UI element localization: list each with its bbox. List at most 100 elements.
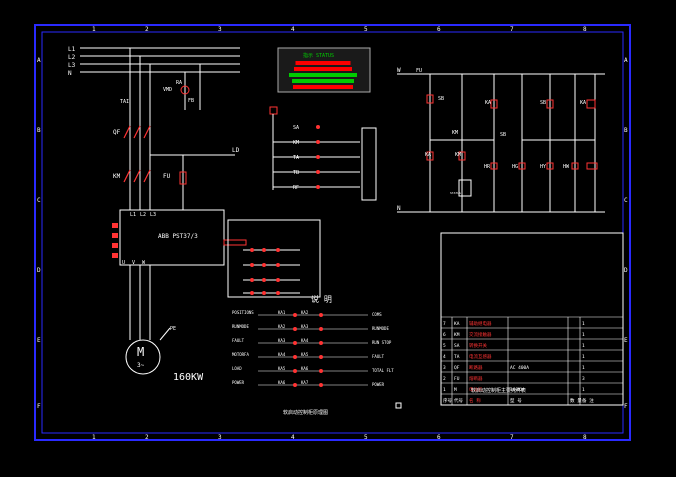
control-left-label: TA [293,155,299,161]
control-row-contact [293,369,297,373]
frame-col-label-top: 2 [145,26,149,33]
control-circuit-right [397,73,605,213]
vfd-u-label: U [122,260,125,266]
fu-label: FU [163,173,171,180]
indicator-bars [289,61,357,89]
table-cell: 断路器 [469,364,483,371]
bus-l2-label: L2 [68,54,76,61]
ld-label: LD [232,147,240,154]
frame-row-label-right: B [624,127,628,134]
bus-l1-label: L1 [68,46,76,53]
control-row-b: KA3 [301,324,309,329]
frame-row-label-right: C [624,197,628,204]
bus-n-label: N [68,70,72,77]
control-row-right: RUNMODE [372,326,389,331]
vfd-left-terminals [112,223,118,258]
fu-fuse [179,171,187,185]
vfd-terminal-l3: L3 [150,212,156,218]
frame-col-label-bottom: 6 [437,434,441,441]
control-row-b: KA5 [301,352,309,357]
control-row-contact [319,341,323,345]
vfd-v-label: V [132,260,135,266]
control-right-label: HY [540,164,546,170]
control-notes-heading: 说 明 [311,294,332,304]
table-cell: 型 号 [510,397,522,404]
control-right-label: KM [455,152,461,158]
vfd-w-label: W [142,260,146,266]
control-row-contact [293,327,297,331]
frame-row-label-left: E [37,337,41,344]
tai-label: TAI [120,99,129,105]
frame-col-label-top: 5 [364,26,368,33]
frame-col-label-top: 8 [583,26,587,33]
frame-row-label-left: D [37,267,41,274]
indicator-bar [293,85,353,89]
table-cell: 1 [582,354,585,360]
control-row-b: KA6 [301,366,309,371]
control-row-right: COMS [372,312,382,317]
table-cell: 5 [443,343,446,349]
table-cell: 1 [582,387,585,393]
control-row-contact [319,313,323,317]
control-row-a: KA3 [278,338,286,343]
soft-starter-label: ABB PST37/3 [158,233,198,240]
control-row-a: KA5 [278,366,286,371]
table-cell: 辅助继电器 [469,320,492,327]
control-row-contact [319,369,323,373]
frame-col-label-bottom: 4 [291,434,295,441]
vfd-terminal-l2: L2 [140,212,146,218]
control-row-b: KA2 [301,310,309,315]
control-row-right: RUN STOP [372,340,392,345]
control-right-label: KA [580,100,586,106]
control-row-right: FAULT [372,354,385,359]
frame-col-label-bottom: 7 [510,434,514,441]
table-cell: 电动机 [469,386,483,393]
motor-feed [129,265,171,341]
frame-row-label-left: A [37,57,41,64]
control-row-a: KA4 [278,352,286,357]
control-left-label: KM [293,140,299,146]
control-left-label: TB [293,170,299,176]
table-cell: 备 注 [582,397,594,404]
frame-col-label-bottom: 1 [92,434,96,441]
indicator-bar [289,73,357,77]
frame-col-label-bottom: 2 [145,434,149,441]
ra-label: RA [176,80,182,86]
control-right-label: SB [438,96,444,102]
control-row-left: LOAD [232,366,242,371]
control-row-b: KA7 [301,380,309,385]
control-right-label: HW [563,164,570,170]
frame-row-label-right: E [624,337,628,344]
table-cell: 3 [582,376,585,382]
motor-pe-label: PE [170,326,176,332]
power-circuit [129,48,235,210]
fb-label: FB [188,98,194,104]
table-cell: 1 [582,332,585,338]
control-row-contact [293,313,297,317]
frame-row-label-left: C [37,197,41,204]
bus-l3-label: L3 [68,62,76,69]
control-row-a: KA2 [278,324,286,329]
table-cell: 1 [582,343,585,349]
control-row-contact [293,383,297,387]
control-row-b: KA4 [301,338,309,343]
control-row-contact [293,355,297,359]
frame-col-label-top: 3 [218,26,222,33]
motor-phase-label: 3~ [137,362,145,369]
table-cell: 名 称 [469,397,481,404]
control-contact [316,155,320,159]
right-w-label: W [397,67,401,74]
vmd-label: VMD [163,87,172,93]
control-row-contact [319,355,323,359]
table-cell: QF [454,365,460,371]
frame-row-label-right: A [624,57,628,64]
table-cell: TA [454,354,460,360]
control-right-label: SB [500,132,506,138]
frame-col-label-bottom: 8 [583,434,587,441]
